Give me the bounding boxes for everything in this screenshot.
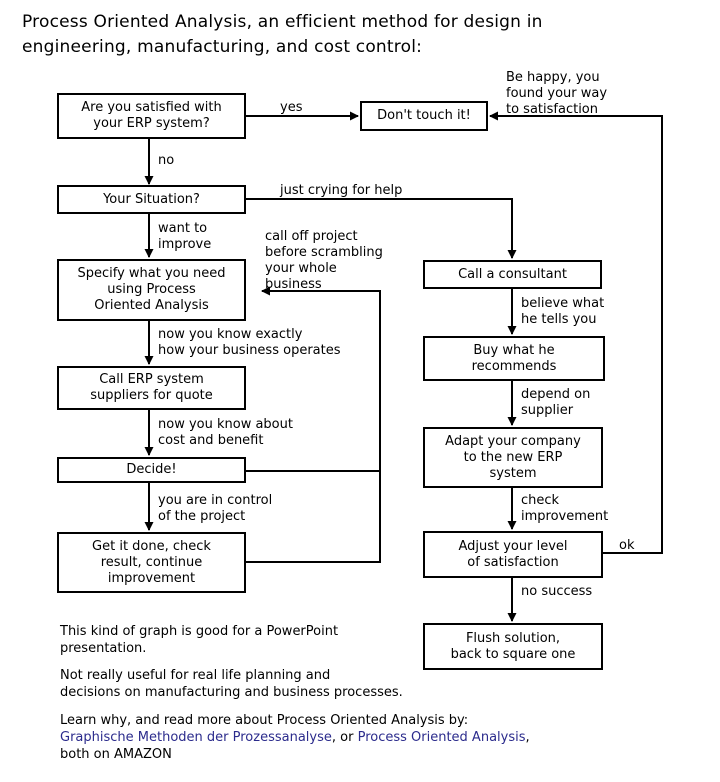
box-text: Specify what you need — [77, 266, 226, 281]
footer-line: both on AMAZON — [60, 747, 172, 762]
arrow-crying-for-help — [246, 198, 517, 259]
box-buy-what-he-recommends: Buy what he recommends — [423, 336, 605, 381]
label-line: of the project — [158, 509, 246, 524]
link-graphische-methoden[interactable]: Graphische Methoden der Prozessanalyse — [60, 730, 332, 745]
box-adapt-company: Adapt your company to the new ERP system — [423, 427, 603, 488]
box-your-situation: Your Situation? — [57, 185, 246, 214]
title-line-1: Process Oriented Analysis, an efficient … — [22, 12, 543, 32]
label-line: improve — [158, 237, 212, 252]
box-text: Adjust your level — [458, 538, 568, 554]
footer-line: decisions on manufacturing and business … — [60, 685, 403, 700]
label-yes: yes — [280, 100, 303, 115]
box-decide: Decide! — [57, 457, 246, 483]
footer-line: This kind of graph is good for a PowerPo… — [60, 624, 339, 639]
title-line-2: engineering, manufacturing, and cost con… — [22, 37, 423, 57]
page-title: Process Oriented Analysis, an efficient … — [22, 10, 702, 60]
box-flush-solution: Flush solution, back to square one — [423, 623, 603, 670]
label-line: you are in control — [158, 493, 273, 508]
box-text: system — [489, 465, 537, 481]
box-text: Oriented Analysis — [94, 298, 209, 313]
footer-line: presentation. — [60, 641, 147, 656]
box-text: result, continue — [100, 554, 203, 570]
label-line: believe what — [521, 296, 605, 311]
label-call-off-project: call off project before scrambling your … — [265, 229, 383, 293]
box-text: Call a consultant — [458, 266, 567, 282]
label-line: call off project — [265, 229, 358, 244]
box-text: using Process — [107, 282, 196, 297]
box-specify-needs: Specify what you need using Process Orie… — [57, 259, 246, 321]
footer-separator: , or — [331, 730, 358, 745]
box-call-consultant: Call a consultant — [423, 260, 602, 289]
box-text: improvement — [107, 570, 196, 586]
label-believe: believe what he tells you — [521, 296, 604, 328]
line-get-done-to-call-off — [246, 470, 381, 563]
label-line: now you know about — [158, 417, 293, 432]
label-line: supplier — [521, 403, 574, 418]
footer-comma: , — [525, 730, 530, 745]
label-line: depend on — [521, 387, 591, 402]
label-line: check — [521, 493, 560, 508]
footer-line: Learn why, and read more about Process O… — [60, 713, 469, 728]
footer-line: Not really useful for real life planning… — [60, 668, 331, 683]
label-line: he tells you — [521, 312, 597, 327]
box-text: Get it done, check — [92, 538, 211, 554]
label-line: now you know exactly — [158, 327, 303, 342]
label-in-control: you are in control of the project — [158, 493, 272, 525]
footer-links-line: Graphische Methoden der Prozessanalyse, … — [60, 729, 530, 746]
box-adjust-satisfaction: Adjust your level of satisfaction — [423, 531, 603, 578]
label-line: found your way — [506, 86, 608, 101]
box-text: recommends — [471, 358, 557, 374]
label-no-success: no success — [521, 584, 593, 599]
box-text: Decide! — [126, 462, 177, 477]
footer-read-more: Learn why, and read more about Process O… — [60, 712, 530, 763]
footer-note-real-life: Not really useful for real life planning… — [60, 667, 403, 701]
label-know-cost: now you know about cost and benefit — [158, 417, 293, 449]
label-ok: ok — [619, 538, 635, 553]
box-text: to the new ERP — [463, 449, 563, 465]
label-line: Be happy, you — [506, 70, 600, 85]
label-line: to satisfaction — [506, 102, 598, 117]
box-dont-touch-it: Don't touch it! — [360, 101, 488, 131]
box-text: Call ERP system — [99, 372, 204, 387]
label-line: cost and benefit — [158, 433, 264, 448]
box-text: Buy what he — [473, 342, 555, 358]
label-know-exactly: now you know exactly how your business o… — [158, 327, 341, 359]
label-check-improvement: check improvement — [521, 493, 608, 525]
label-line: business — [265, 277, 322, 292]
label-be-happy: Be happy, you found your way to satisfac… — [506, 70, 607, 118]
box-text: Flush solution, — [465, 630, 561, 646]
box-satisfied-with-erp: Are you satisfied with your ERP system? — [57, 93, 246, 139]
label-line: want to — [158, 221, 208, 236]
footer-note-powerpoint: This kind of graph is good for a PowerPo… — [60, 623, 338, 657]
label-just-crying: just crying for help — [280, 183, 403, 198]
box-text: Don't touch it! — [377, 108, 471, 123]
label-want-to-improve: want to improve — [158, 221, 211, 253]
box-get-it-done: Get it done, check result, continue impr… — [57, 532, 246, 593]
box-text: Are you satisfied with — [81, 100, 222, 115]
box-text: back to square one — [450, 646, 576, 662]
box-call-erp-suppliers: Call ERP system suppliers for quote — [57, 366, 246, 410]
label-depend-on-supplier: depend on supplier — [521, 387, 590, 419]
label-line: before scrambling — [265, 245, 383, 260]
label-no: no — [158, 153, 175, 168]
arrow-ok — [489, 111, 663, 554]
box-text: Adapt your company — [445, 433, 581, 449]
box-text: suppliers for quote — [90, 388, 213, 403]
box-text: your ERP system? — [93, 116, 210, 131]
arrow-call-off-project — [246, 286, 381, 472]
label-line: your whole — [265, 261, 337, 276]
box-text: of satisfaction — [467, 554, 559, 570]
label-line: how your business operates — [158, 343, 341, 358]
link-process-oriented-analysis[interactable]: Process Oriented Analysis — [357, 730, 526, 745]
label-line: improvement — [521, 509, 609, 524]
box-text: Your Situation? — [103, 191, 200, 207]
